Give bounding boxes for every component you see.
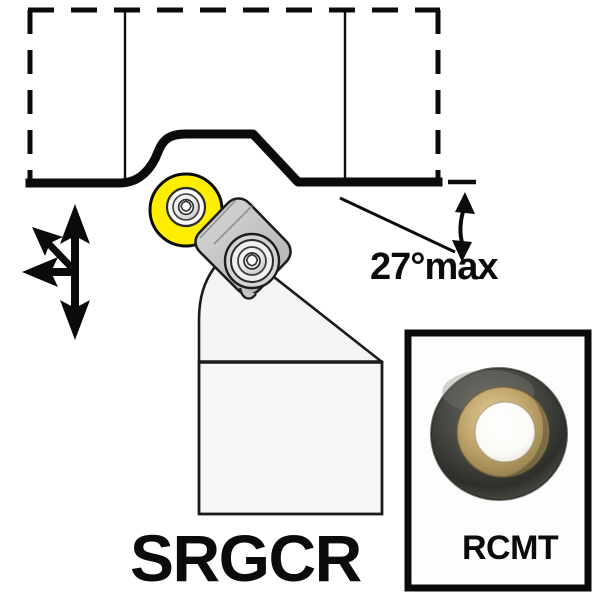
angle-dimension-27-max: [339, 179, 476, 262]
workpiece-machined-profile: [25, 12, 443, 188]
feed-direction-arrows: [22, 204, 90, 340]
tool-holder-shank: [197, 242, 384, 516]
insert-clamp-block: [194, 197, 292, 300]
insert-screw-torx: [177, 198, 195, 216]
insert-code-label: RCMT: [462, 529, 559, 567]
workpiece-stock-outline: [27, 7, 441, 184]
rcmt-insert-photo: [414, 339, 582, 582]
tool-designation-label: SRGCR: [130, 521, 362, 595]
insert-photo-inset: [404, 329, 592, 592]
clamp-screw-torx: [223, 232, 281, 290]
angle-label: 27°max: [370, 246, 499, 288]
